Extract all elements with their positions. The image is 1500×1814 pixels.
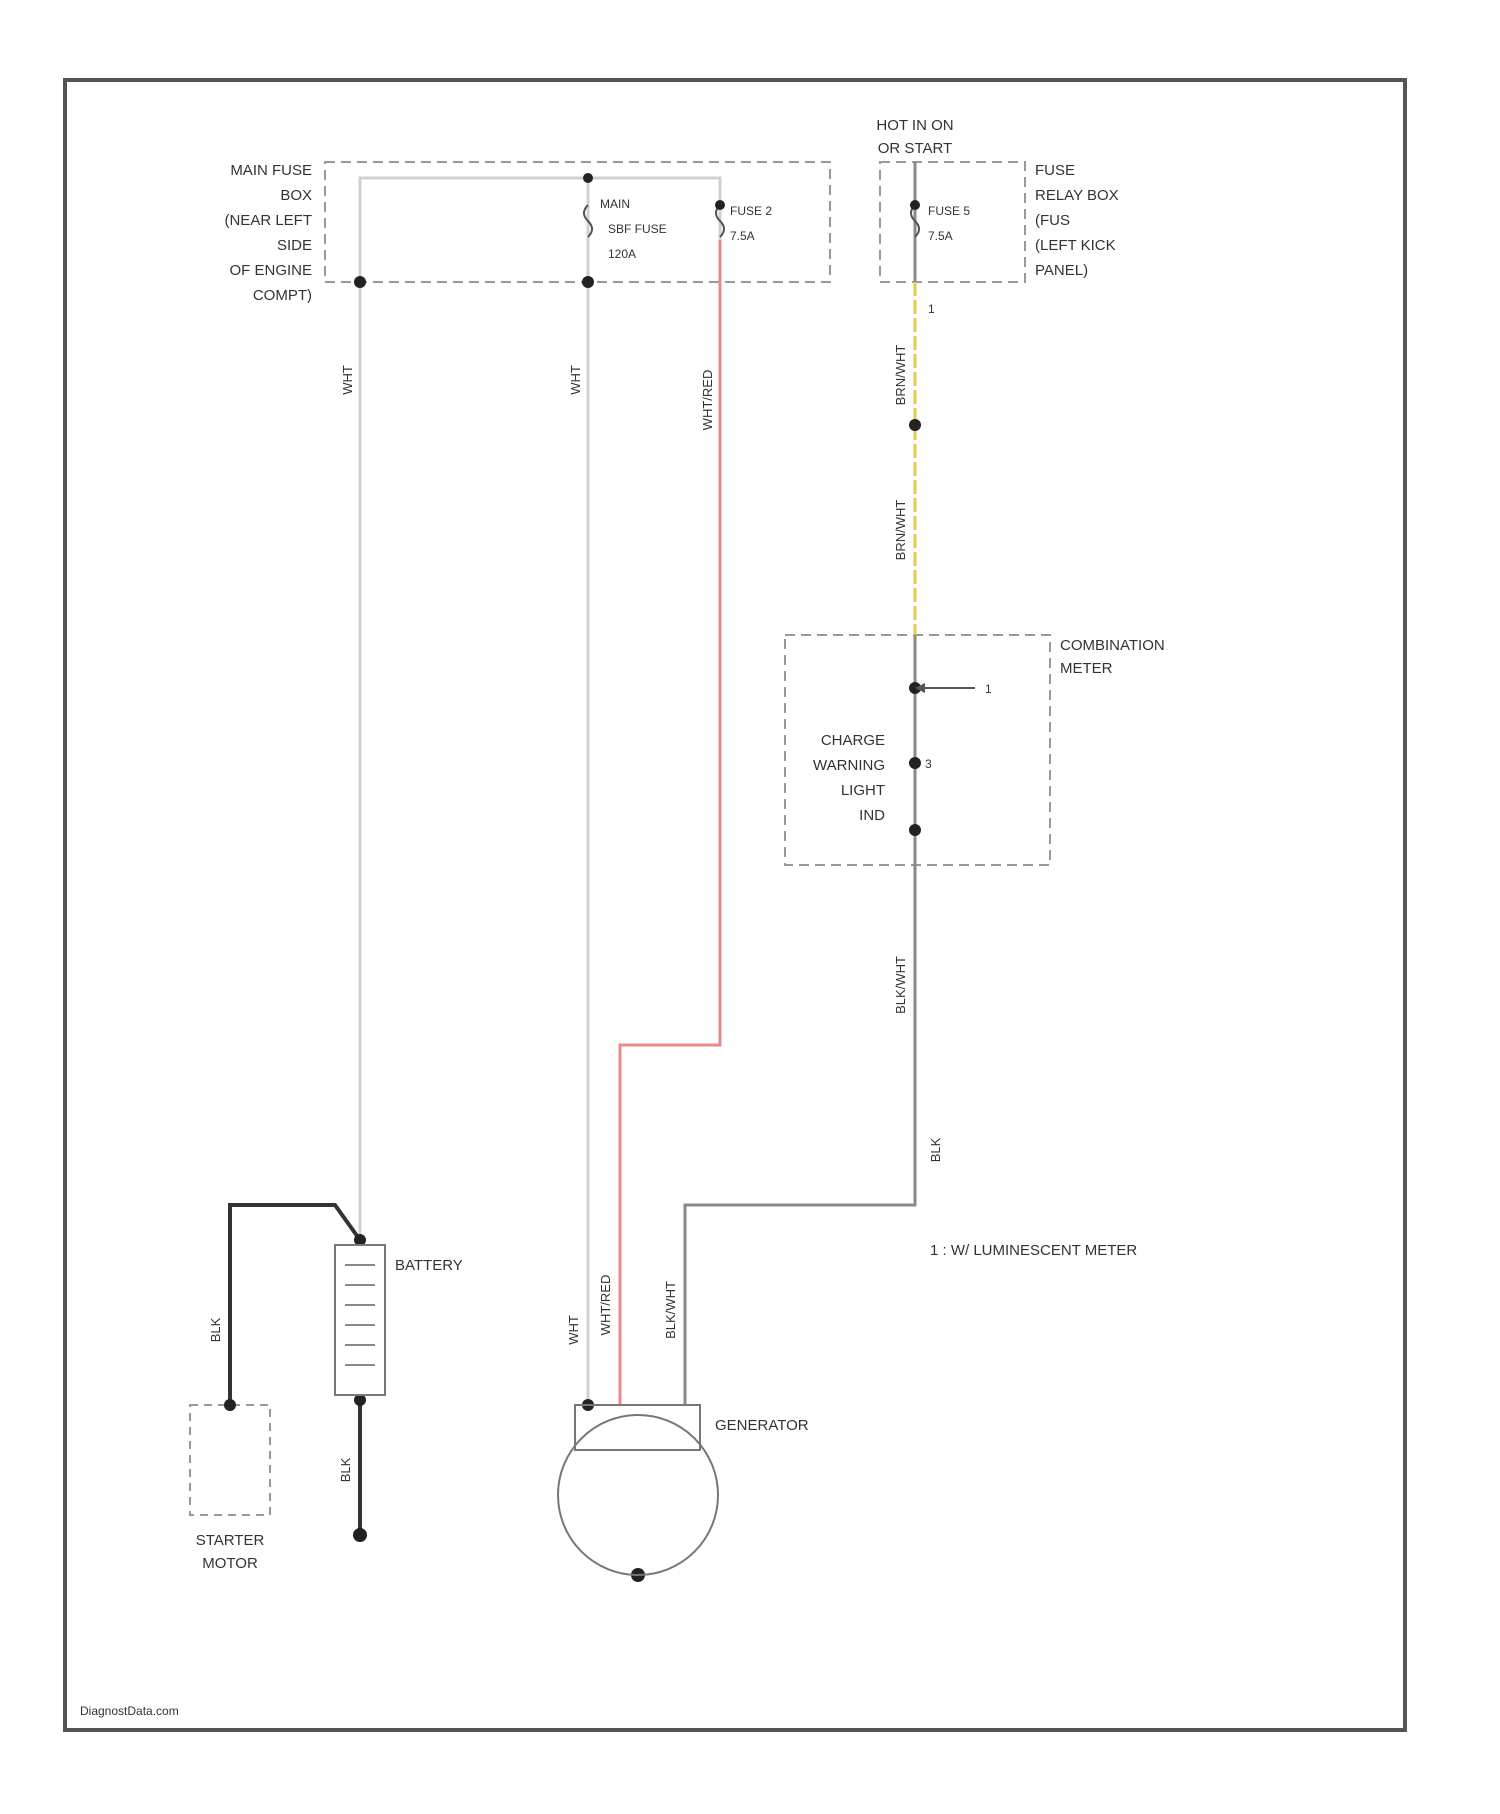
svg-text:STARTER: STARTER — [196, 1532, 265, 1549]
svg-text:SBF FUSE: SBF FUSE — [608, 222, 667, 236]
hot-in-on-label: HOT IN ON OR START — [876, 117, 953, 157]
svg-text:WHT: WHT — [568, 365, 583, 395]
battery-starter-wire — [230, 1205, 360, 1405]
svg-text:MOTOR: MOTOR — [202, 1555, 258, 1572]
svg-text:HOT IN ON: HOT IN ON — [876, 117, 953, 134]
svg-text:WHT: WHT — [340, 365, 355, 395]
main-fuse-box-label: MAIN FUSE BOX (NEAR LEFT SIDE OF ENGINE … — [224, 162, 312, 304]
diagram-frame — [65, 80, 1405, 1730]
svg-text:WHT/RED: WHT/RED — [700, 370, 715, 431]
svg-text:MAIN: MAIN — [600, 197, 630, 211]
svg-text:BLK: BLK — [928, 1137, 943, 1162]
main-fuse-box-outline — [325, 162, 830, 282]
starter-motor-outline — [190, 1405, 270, 1515]
fuse2-label: FUSE 2 7.5A — [730, 204, 772, 243]
battery-cells — [345, 1265, 375, 1365]
svg-text:RELAY BOX: RELAY BOX — [1035, 187, 1119, 204]
svg-text:OR START: OR START — [878, 140, 952, 157]
svg-text:7.5A: 7.5A — [928, 229, 953, 243]
svg-text:MAIN FUSE: MAIN FUSE — [230, 162, 312, 179]
svg-text:WHT: WHT — [566, 1315, 581, 1345]
starter-motor-label: STARTER MOTOR — [196, 1532, 265, 1572]
pin-label-top: 1 — [928, 302, 935, 316]
svg-text:SIDE: SIDE — [277, 237, 312, 254]
svg-text:BRN/WHT: BRN/WHT — [893, 345, 908, 406]
svg-text:FUSE 2: FUSE 2 — [730, 204, 772, 218]
svg-text:(NEAR LEFT: (NEAR LEFT — [224, 212, 312, 229]
svg-text:BRN/WHT: BRN/WHT — [893, 500, 908, 561]
battery-label: BATTERY — [395, 1257, 463, 1274]
svg-text:FUSE: FUSE — [1035, 162, 1075, 179]
svg-text:(FUS: (FUS — [1035, 212, 1070, 229]
svg-text:COMPT): COMPT) — [253, 287, 312, 304]
callout-number: 1 — [985, 682, 992, 696]
generator-symbol — [558, 1415, 718, 1575]
fuse5-label: FUSE 5 7.5A — [928, 204, 970, 243]
generator-label: GENERATOR — [715, 1417, 809, 1434]
svg-text:IND: IND — [859, 807, 885, 824]
battery-symbol — [335, 1245, 385, 1395]
svg-text:WARNING: WARNING — [813, 757, 885, 774]
svg-text:120A: 120A — [608, 247, 636, 261]
svg-text:7.5A: 7.5A — [730, 229, 755, 243]
note-text: 1 : W/ LUMINESCENT METER — [930, 1242, 1137, 1259]
svg-text:FUSE 5: FUSE 5 — [928, 204, 970, 218]
svg-text:BOX: BOX — [280, 187, 312, 204]
svg-text:(LEFT KICK: (LEFT KICK — [1035, 237, 1116, 254]
svg-text:OF ENGINE: OF ENGINE — [229, 262, 312, 279]
svg-text:CHARGE: CHARGE — [821, 732, 885, 749]
svg-text:BLK/WHT: BLK/WHT — [893, 956, 908, 1014]
svg-text:WHT/RED: WHT/RED — [598, 1275, 613, 1336]
main-sbf-fuse-label: MAIN SBF FUSE 120A — [600, 197, 667, 261]
svg-text:COMBINATION: COMBINATION — [1060, 637, 1165, 654]
pin-label-mid: 3 — [925, 757, 932, 771]
combination-meter-label: COMBINATION METER — [1060, 637, 1165, 677]
svg-text:METER: METER — [1060, 660, 1113, 677]
fuse-relay-box-label: FUSE RELAY BOX (FUS (LEFT KICK PANEL) — [1035, 162, 1119, 279]
svg-text:LIGHT: LIGHT — [841, 782, 885, 799]
svg-text:BLK/WHT: BLK/WHT — [663, 1281, 678, 1339]
wire-labels: WHT WHT WHT/RED BRN/WHT BRN/WHT BLK/WHT … — [208, 345, 943, 1483]
svg-text:PANEL): PANEL) — [1035, 262, 1088, 279]
fuse-relay-box-outline — [880, 162, 1025, 282]
svg-text:BLK: BLK — [208, 1317, 223, 1342]
footer-watermark: DiagnostData.com — [80, 1704, 179, 1718]
charge-warning-label: CHARGE WARNING LIGHT IND — [813, 732, 885, 824]
svg-text:BLK: BLK — [338, 1457, 353, 1482]
